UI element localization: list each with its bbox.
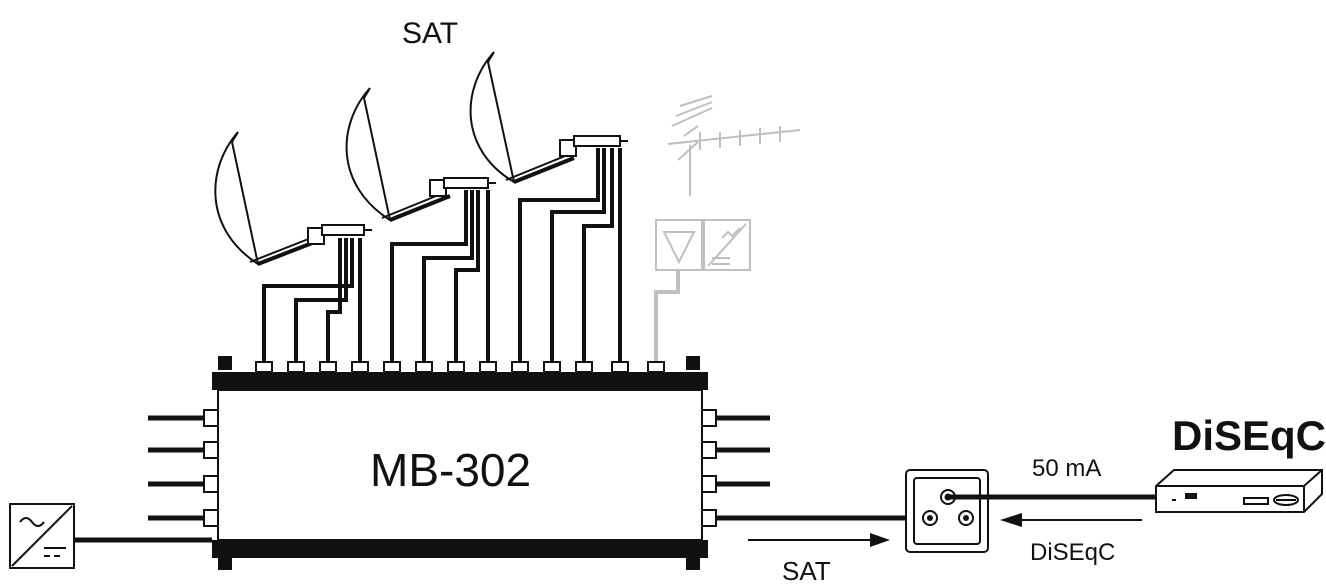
terrestrial-cable [654,270,680,364]
amplifier-icon [655,219,751,271]
sat-signal-arrow [748,533,890,547]
diseqc-title: DiSEqC [1172,412,1326,459]
diseqc-signal-arrow [1000,513,1142,527]
diseqc-arrow-label: DiSEqC [1030,539,1115,566]
satellite-dish-2 [345,87,496,223]
satellite-receiver-icon [1155,469,1323,513]
lnb-icon [429,177,496,197]
yagi-antenna-icon [667,95,801,196]
input-connectors [255,361,665,373]
left-outputs [148,409,219,527]
lnb-icon [307,224,372,245]
satellite-dish-3 [469,51,628,185]
sat-bottom-label: SAT [782,556,831,586]
satellite-dish-1 [214,131,372,267]
current-label: 50 mA [1032,455,1101,482]
sat-top-label: SAT [402,17,458,50]
multiswitch-body [212,356,708,570]
model-label: MB-302 [370,444,531,496]
lnb-icon [559,135,628,157]
right-outputs [701,409,770,527]
lnb-cables [262,148,622,364]
wall-socket-icon [905,469,989,553]
power-supply-icon [9,503,75,569]
